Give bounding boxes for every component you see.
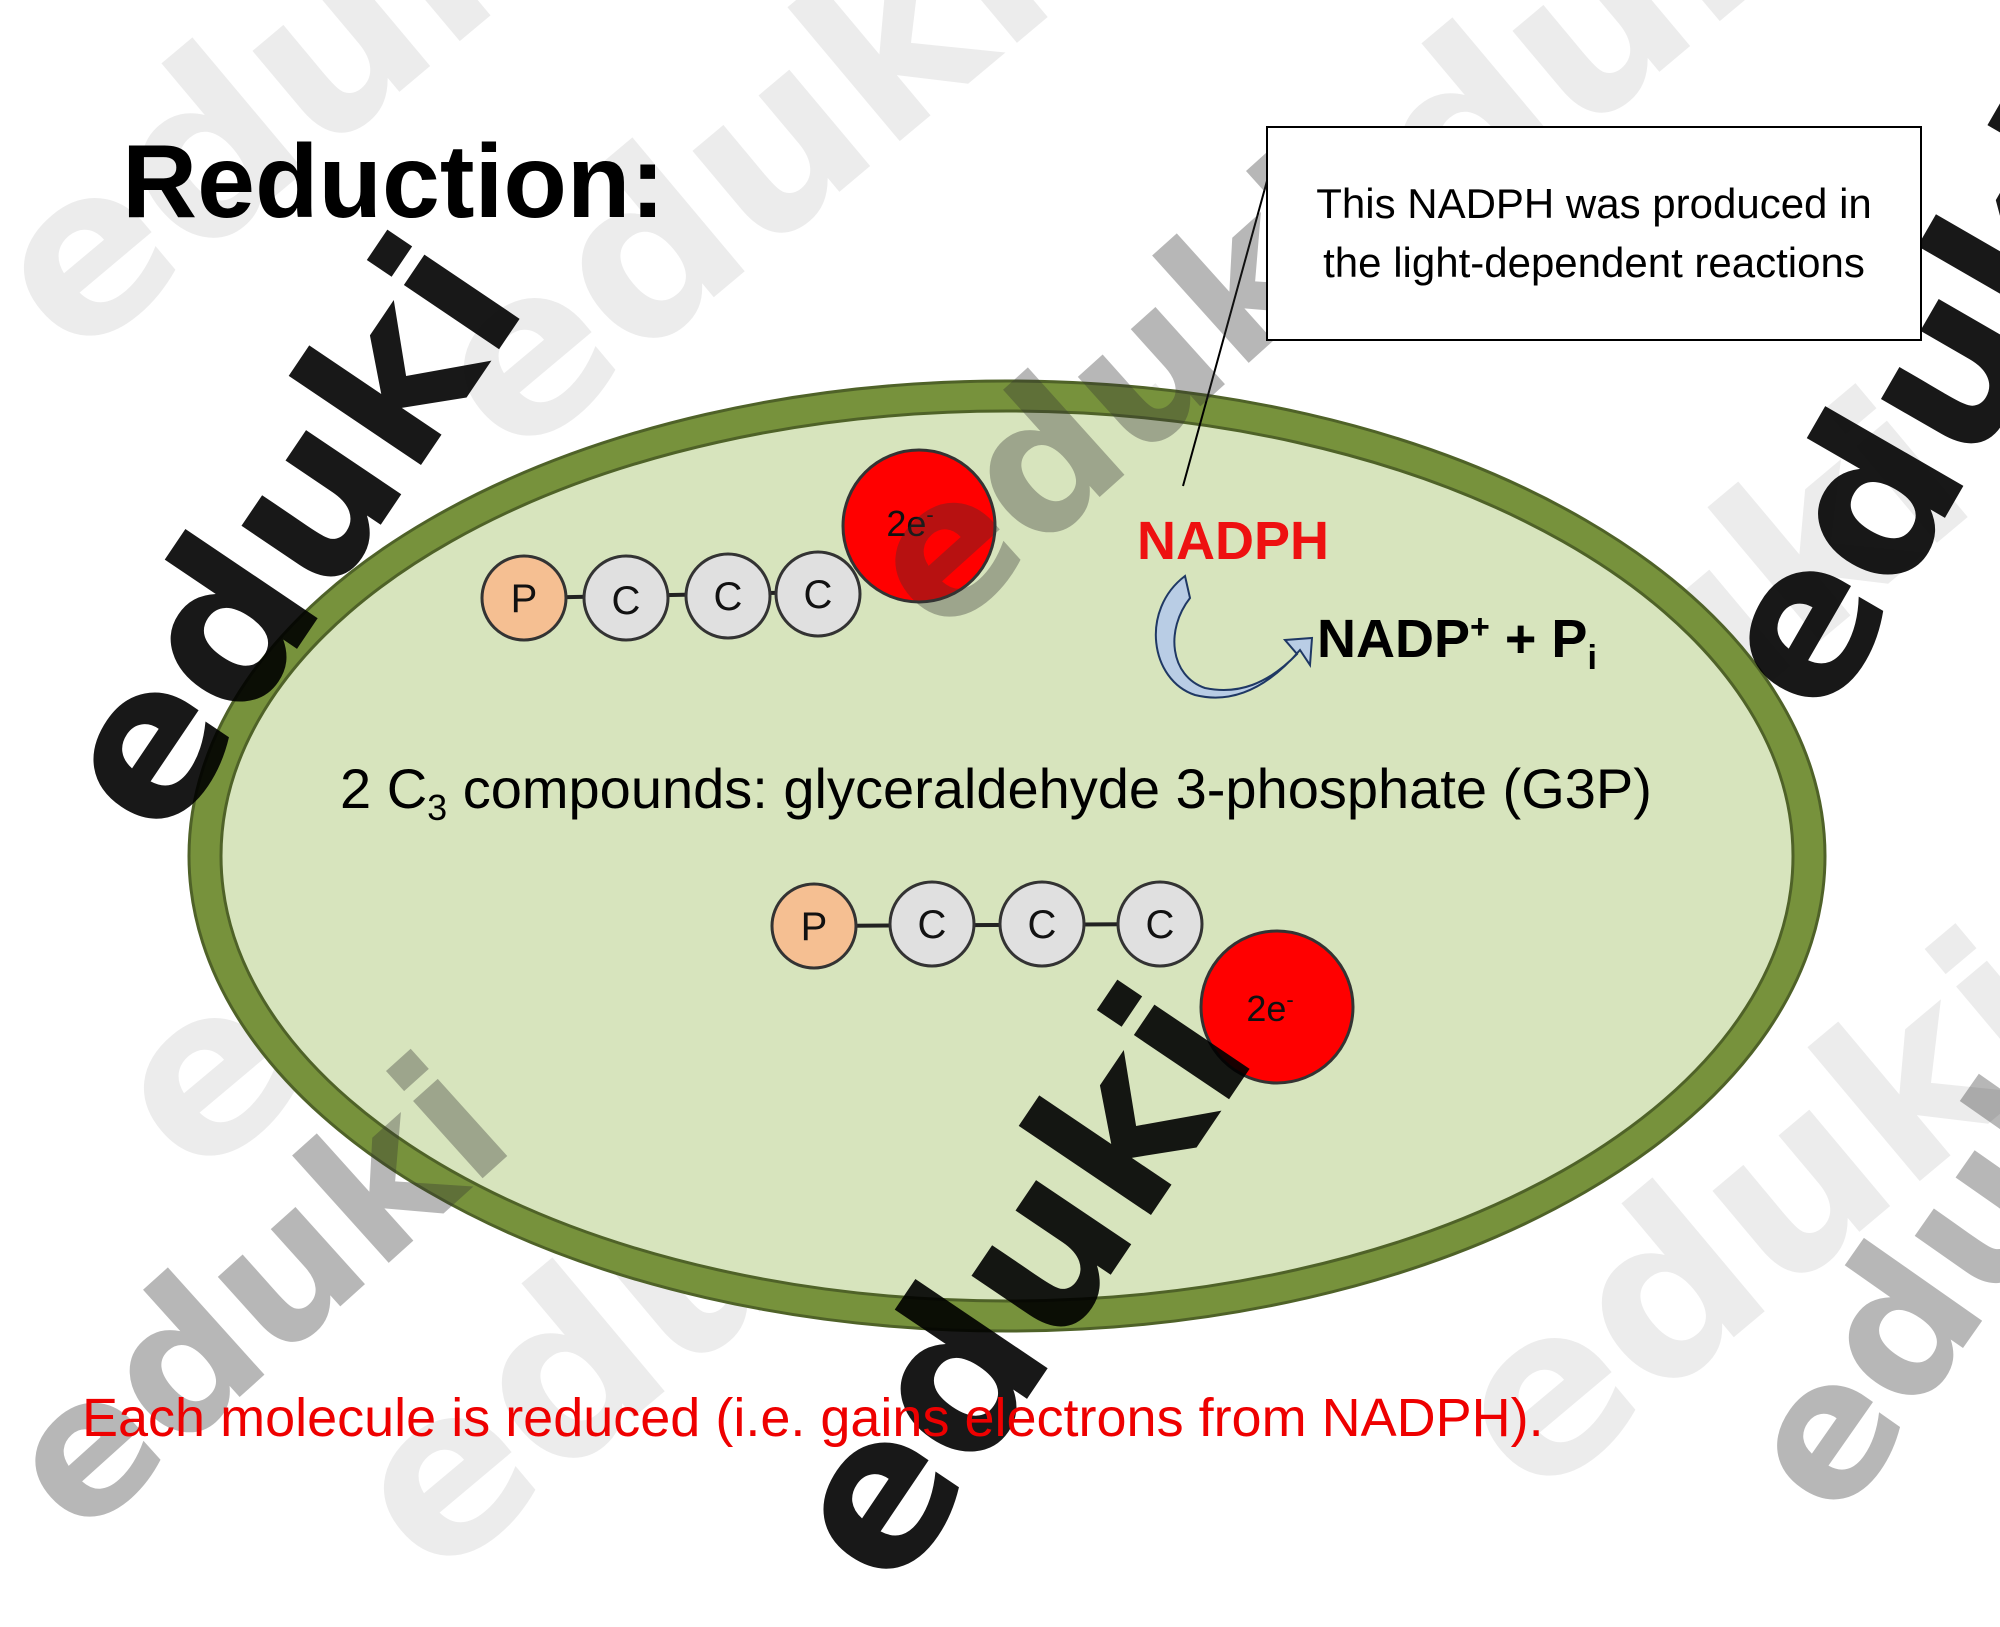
reaction-arrow <box>1154 574 1314 699</box>
footer-note: Each molecule is reduced (i.e. gains ele… <box>82 1388 1544 1448</box>
carbon-atom <box>582 554 670 642</box>
electron-pair <box>1199 929 1355 1085</box>
callout-pointer <box>1182 169 1271 487</box>
g3p-molecule-top: P C C C 2e- <box>480 448 997 642</box>
carbon-count-sub: 3 <box>427 787 448 829</box>
atom-label: C <box>714 575 743 619</box>
phosphate-atom <box>770 882 858 970</box>
atom-label: P <box>801 905 828 949</box>
phosphate-atom <box>480 554 568 642</box>
atom-label: C <box>1146 903 1175 947</box>
atom-label: C <box>1028 903 1057 947</box>
atom-label: C <box>918 903 947 947</box>
g3p-molecule-bottom: P C C C 2e- <box>770 880 1355 1085</box>
compounds-name: compounds: glyceraldehyde 3-phosphate (G… <box>447 757 1652 820</box>
inorganic-sub: i <box>1587 638 1597 677</box>
slide-title: Reduction: <box>122 124 666 240</box>
carbon-atom <box>1116 880 1204 968</box>
phosphate-label: + P <box>1489 609 1588 669</box>
callout-line: the light-dependent reactions <box>1323 238 1865 286</box>
nadph-label: NADPH <box>1137 511 1330 571</box>
compounds-prefix: 2 C <box>340 757 428 820</box>
atom-label: P <box>511 577 538 621</box>
atom-label: C <box>804 573 833 617</box>
callout-box: This NADPH was produced in the light-dep… <box>1266 126 1922 341</box>
carbon-atom <box>774 550 862 638</box>
atom-label: C <box>612 579 641 623</box>
carbon-atom <box>684 552 772 640</box>
electron-pair <box>841 448 997 604</box>
reaction-products: NADP+ + Pi <box>1317 608 1597 678</box>
electron-label: 2e- <box>886 502 933 544</box>
nadp-label: NADP <box>1317 609 1471 669</box>
compounds-label: 2 C3 compounds: glyceraldehyde 3-phospha… <box>340 756 1652 829</box>
charge-sup: + <box>1470 608 1490 646</box>
electron-label: 2e- <box>1246 987 1293 1029</box>
calvin-reduction-diagram: P C C C 2e- P C C C 2e- <box>187 169 1827 1333</box>
chloroplast-stroma <box>219 409 1795 1303</box>
carbon-atom <box>888 880 976 968</box>
carbon-atom <box>998 880 1086 968</box>
callout-line: This NADPH was produced in <box>1316 179 1872 227</box>
